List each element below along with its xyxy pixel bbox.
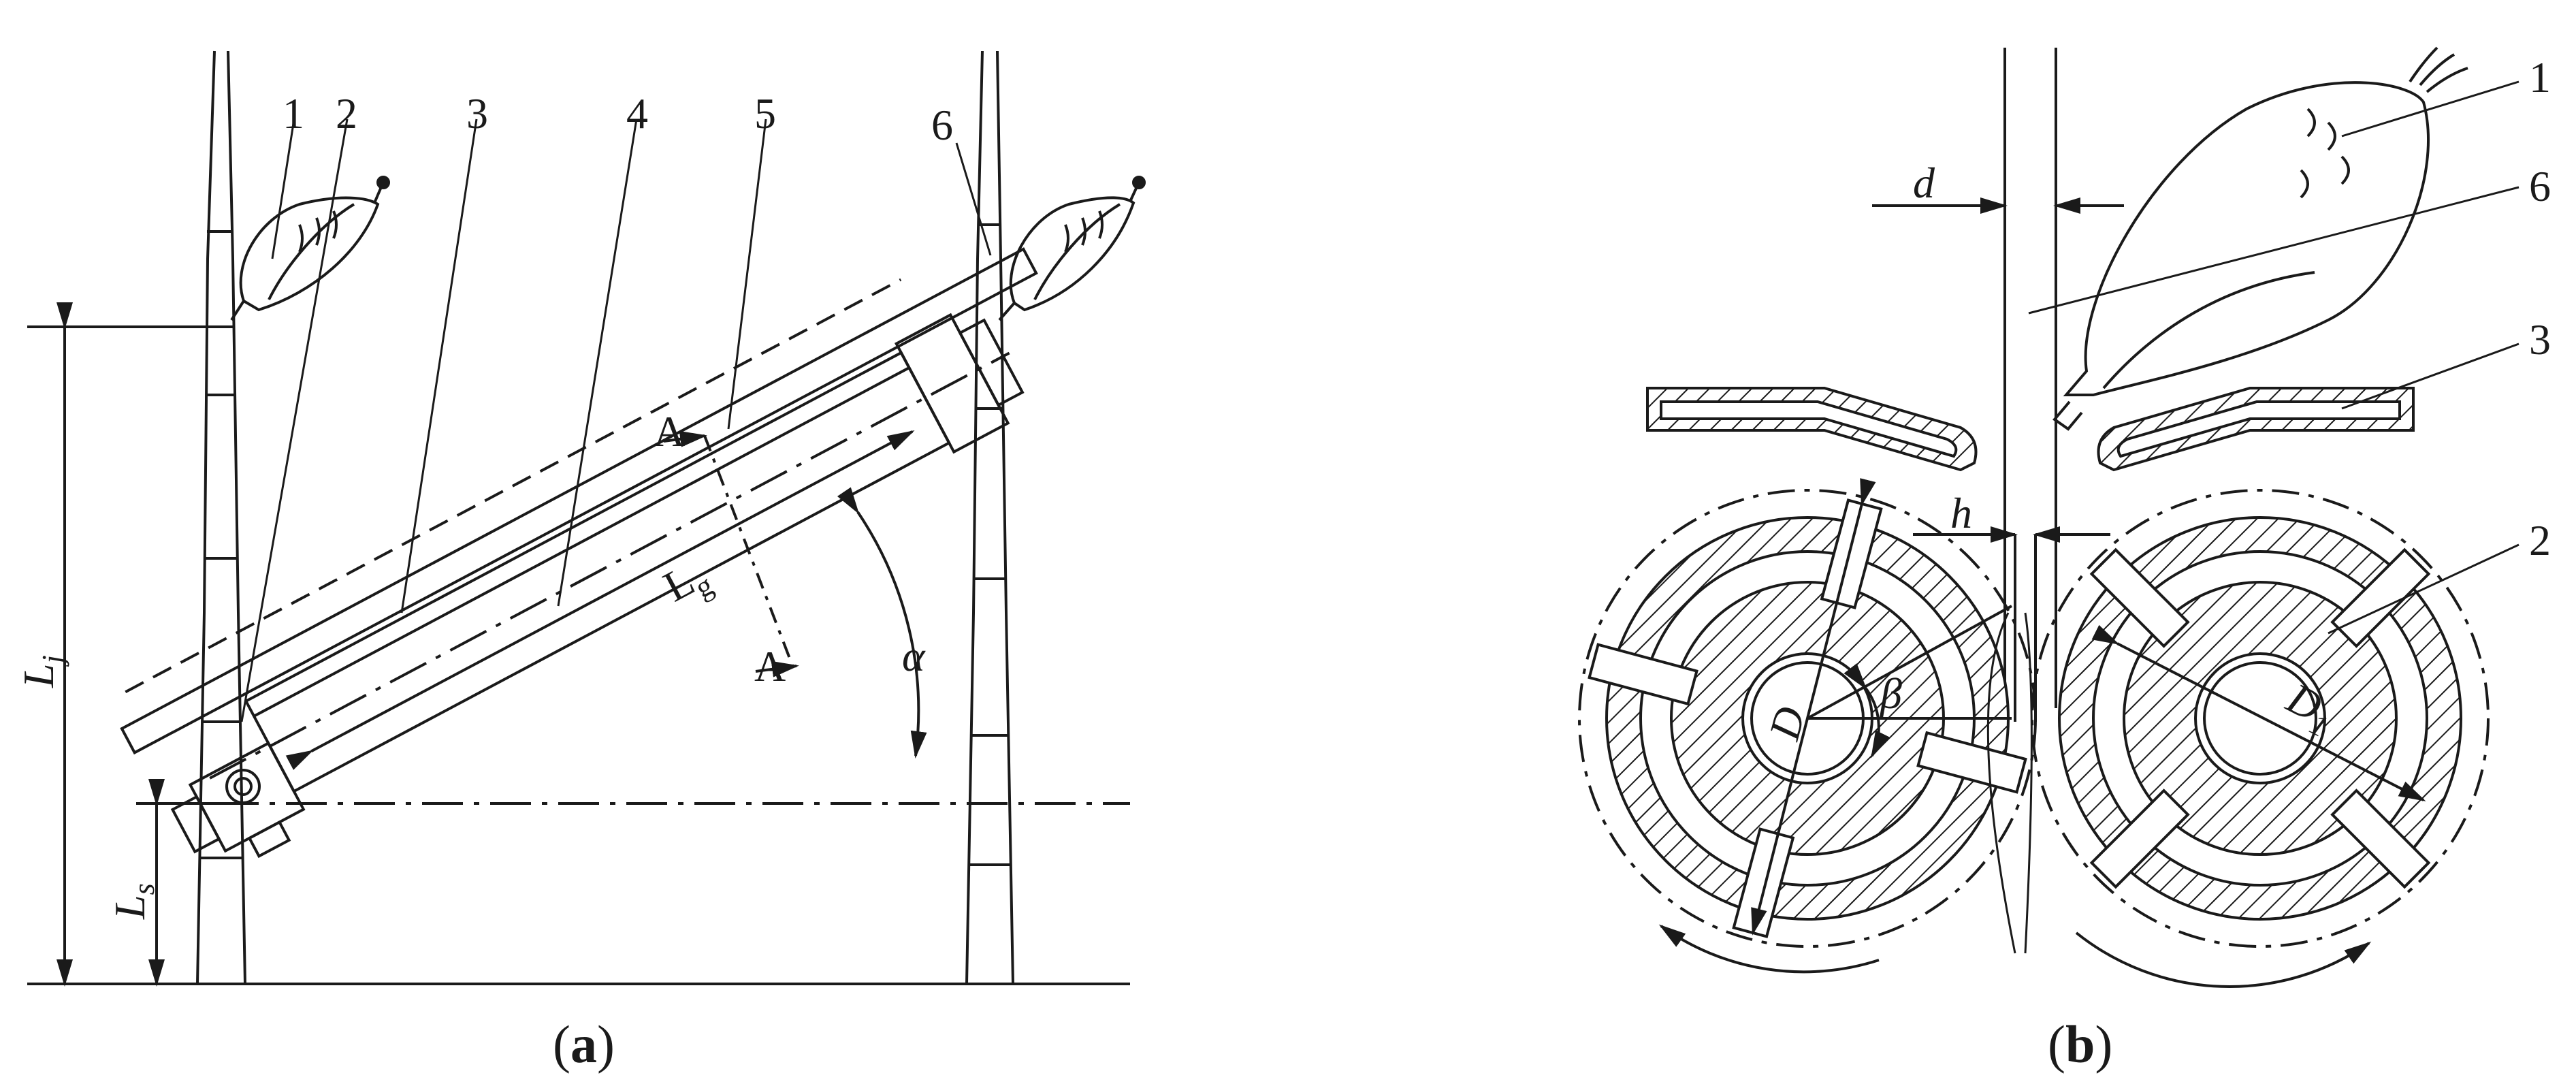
callout-2-b: 2 — [2529, 516, 2551, 564]
angle-beta-arc — [1844, 663, 1890, 759]
callout-leaders-a — [240, 118, 992, 722]
dim-d-label: d — [1913, 159, 1935, 207]
dim-h-label: h — [1950, 489, 1972, 537]
svg-text:Ls: Ls — [106, 883, 161, 920]
svg-text:Lj: Lj — [14, 655, 69, 688]
angle-alpha-label: α — [902, 632, 926, 680]
callout-5-a: 5 — [754, 89, 776, 138]
angle-beta-label: β — [1879, 669, 1902, 718]
callout-3-b: 3 — [2529, 315, 2551, 364]
callout-1-a: 1 — [283, 89, 304, 138]
corn-ear-b — [2052, 46, 2468, 431]
section-line-a-a — [703, 435, 794, 668]
panel-b-cross-section — [1578, 46, 2519, 989]
panel-a-side-view — [27, 50, 1146, 987]
callout-3-a: 3 — [466, 89, 488, 138]
section-mark-top: A — [654, 407, 685, 456]
caption-a: (a) — [553, 1015, 615, 1074]
callout-4-a: 4 — [626, 89, 648, 138]
svg-text:Lg: Lg — [656, 549, 718, 617]
section-mark-bottom: A — [754, 642, 786, 690]
dim-lj-label: Lj — [14, 655, 69, 688]
callout-2-a: 2 — [336, 89, 357, 138]
guide-plate — [120, 247, 1038, 755]
right-snapping-roller — [2031, 489, 2490, 989]
dim-ls-label: Ls — [106, 883, 161, 920]
dim-lg-label: Lg — [656, 549, 718, 617]
stripper-plate-right — [2097, 387, 2415, 472]
dim-D1-line — [2091, 624, 2426, 801]
left-corn-ear — [230, 176, 390, 321]
panel-a-labels: 1 2 3 4 5 6 A A Lj Ls Lg α (a) — [14, 89, 953, 1074]
callout-6-b: 6 — [2529, 162, 2551, 210]
dim-lg-line — [285, 430, 915, 770]
stripper-plate-left — [1646, 387, 1978, 472]
caption-b: (b) — [2048, 1015, 2112, 1074]
right-roller-blades — [2089, 547, 2431, 889]
angle-alpha-arc — [837, 487, 927, 759]
right-corn-ear — [998, 176, 1146, 321]
dashed-boundary-line — [125, 278, 902, 694]
left-snapping-roller — [1578, 478, 2037, 974]
right-stalk — [965, 50, 1014, 985]
roller-center-line — [209, 351, 1010, 780]
callout-1-b: 1 — [2529, 53, 2551, 101]
gearbox-shaft — [225, 769, 261, 804]
callout-leaders-b — [2028, 80, 2519, 635]
inclined-picking-assembly — [120, 247, 1038, 859]
callout-6-a: 6 — [931, 101, 953, 149]
left-stalk — [196, 50, 246, 985]
